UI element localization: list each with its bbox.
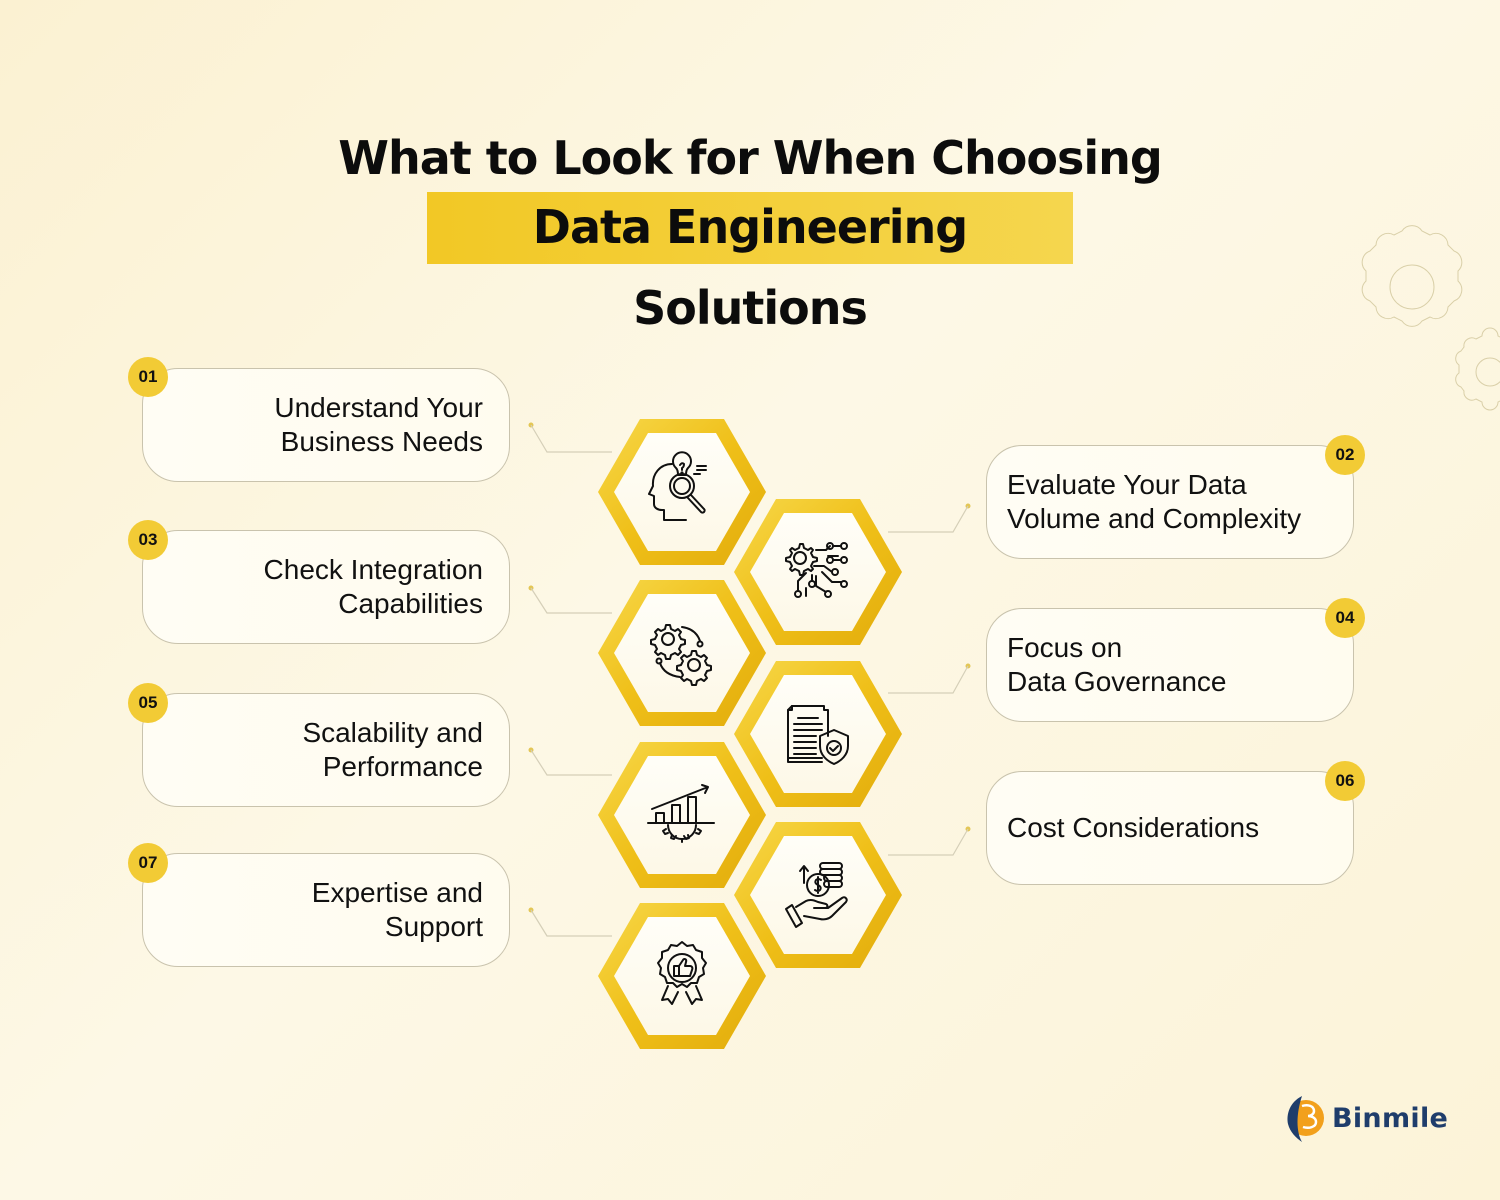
growth-chart-gear-icon bbox=[642, 775, 722, 855]
step-number-badge: 04 bbox=[1325, 598, 1365, 638]
title-line-2: Data Engineering Solutions bbox=[532, 200, 968, 335]
step-number-badge: 05 bbox=[128, 683, 168, 723]
brand-name: Binmile bbox=[1332, 1102, 1449, 1134]
hex-tile-02 bbox=[734, 499, 902, 645]
page-title: What to Look for When Choosing Data Engi… bbox=[0, 128, 1500, 335]
step-label: Check Integration Capabilities bbox=[263, 554, 483, 619]
step-label: Scalability and Performance bbox=[302, 717, 483, 782]
hex-tile-04 bbox=[734, 661, 902, 807]
step-label: Understand Your Business Needs bbox=[274, 392, 483, 457]
document-shield-icon bbox=[778, 694, 858, 774]
step-number-badge: 06 bbox=[1325, 761, 1365, 801]
step-number-badge: 03 bbox=[128, 520, 168, 560]
hex-tile-07 bbox=[598, 903, 766, 1049]
step-label: Evaluate Your Data Volume and Complexity bbox=[1007, 469, 1302, 534]
connected-gears-icon bbox=[642, 613, 722, 693]
title-line-1: What to Look for When Choosing bbox=[338, 131, 1163, 185]
step-card-03: Check Integration Capabilities bbox=[142, 530, 510, 644]
hand-coins-icon bbox=[778, 855, 858, 935]
step-label: Expertise and Support bbox=[311, 877, 483, 942]
head-lightbulb-magnifier-icon bbox=[642, 451, 722, 532]
step-number-badge: 02 bbox=[1325, 435, 1365, 475]
step-card-06: Cost Considerations bbox=[986, 771, 1354, 885]
binmile-logo-icon bbox=[1287, 1096, 1324, 1142]
step-card-04: Focus on Data Governance bbox=[986, 608, 1354, 722]
title-highlight: Data Engineering Solutions bbox=[427, 192, 1073, 335]
step-card-01: Understand Your Business Needs bbox=[142, 368, 510, 482]
step-label: Focus on Data Governance bbox=[1007, 632, 1227, 697]
award-thumbs-up-icon bbox=[642, 936, 722, 1016]
hex-tile-05 bbox=[598, 742, 766, 888]
decorative-gears-icon bbox=[1340, 220, 1500, 420]
step-number-badge: 07 bbox=[128, 843, 168, 883]
hex-tile-06 bbox=[734, 822, 902, 968]
step-label: Cost Considerations bbox=[1007, 812, 1260, 843]
gear-circuit-icon bbox=[778, 532, 858, 612]
hex-tile-01 bbox=[598, 419, 766, 565]
step-card-07: Expertise and Support bbox=[142, 853, 510, 967]
step-number-badge: 01 bbox=[128, 357, 168, 397]
step-card-05: Scalability and Performance bbox=[142, 693, 510, 807]
brand-logo: Binmile bbox=[1282, 1092, 1448, 1144]
hex-tile-03 bbox=[598, 580, 766, 726]
step-card-02: Evaluate Your Data Volume and Complexity bbox=[986, 445, 1354, 559]
